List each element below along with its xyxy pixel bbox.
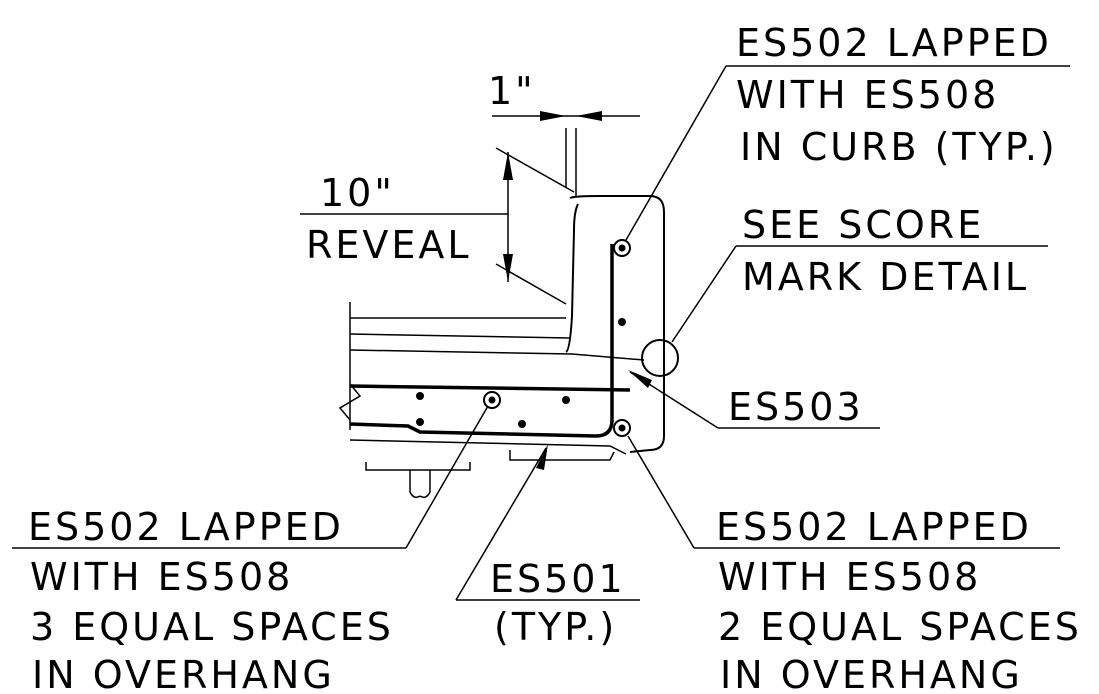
label-score-mark-line1: SEE SCORE	[742, 203, 984, 247]
label-bottom-right: ES502 LAPPED WITH ES508 2 EQUAL SPACES I…	[716, 505, 1082, 694]
label-reveal-dim: 10"	[320, 171, 395, 215]
label-bottom-left: ES502 LAPPED WITH ES508 3 EQUAL SPACES I…	[28, 505, 394, 694]
leader-lines	[12, 65, 1070, 601]
label-top-right: ES502 LAPPED WITH ES508 IN CURB (TYP.)	[736, 21, 1058, 169]
label-reveal: 10" REVEAL	[306, 171, 472, 267]
label-bottom-right-line1: ES502 LAPPED	[716, 505, 1032, 549]
label-bottom-left-line4: IN OVERHANG	[32, 653, 335, 694]
label-es501-line2: (TYP.)	[494, 605, 617, 649]
label-top-right-line2: WITH ES508	[736, 73, 999, 117]
label-top-right-line3: IN CURB (TYP.)	[740, 125, 1058, 169]
label-bottom-left-line2: WITH ES508	[30, 555, 293, 599]
label-score-mark: SEE SCORE MARK DETAIL	[742, 203, 1029, 299]
label-bottom-right-line2: WITH ES508	[718, 555, 981, 599]
curb-outline	[565, 195, 665, 453]
label-top-right-line1: ES502 LAPPED	[736, 21, 1052, 65]
label-bottom-left-line3: 3 EQUAL SPACES	[30, 605, 394, 649]
label-reveal-word: REVEAL	[306, 223, 472, 267]
dimension-10in-reveal	[300, 147, 575, 305]
label-es503: ES503	[728, 385, 864, 429]
deck-lines	[338, 302, 645, 499]
dimension-1in	[492, 111, 640, 196]
label-bottom-right-line4: IN OVERHANG	[720, 653, 1023, 694]
rebar-dots	[416, 239, 631, 437]
label-1in: 1"	[488, 69, 536, 113]
label-es501: ES501 (TYP.)	[490, 557, 626, 649]
bent-rebar	[349, 244, 631, 438]
label-score-mark-line2: MARK DETAIL	[742, 255, 1029, 299]
score-mark-circle	[641, 339, 679, 377]
label-es501-line1: ES501	[490, 557, 626, 601]
label-bottom-left-line1: ES502 LAPPED	[28, 505, 344, 549]
label-bottom-right-line3: 2 EQUAL SPACES	[718, 605, 1082, 649]
